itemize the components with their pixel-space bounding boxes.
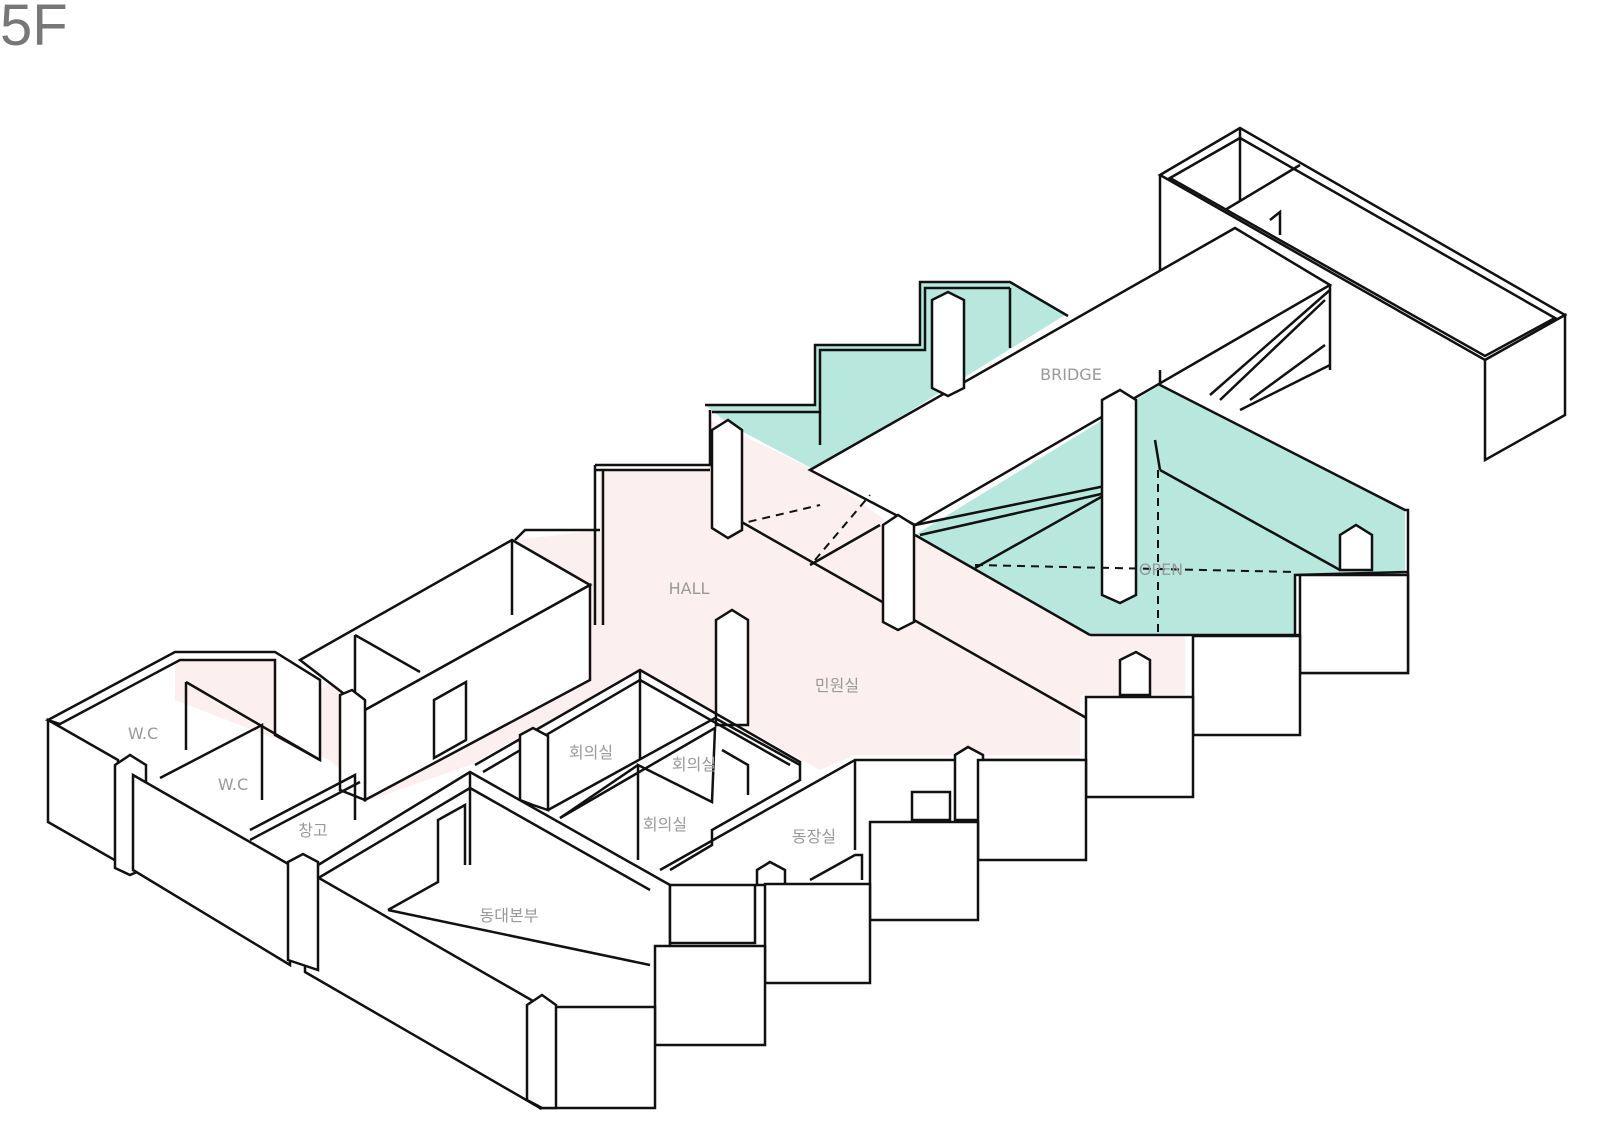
bridge (807, 226, 1333, 570)
label-storage: 창고 (298, 821, 327, 840)
label-chief-office: 동장실 (792, 827, 836, 846)
label-open: OPEN (1139, 560, 1183, 579)
open-area-walls (734, 370, 1410, 675)
exterior-walls (286, 573, 1410, 1111)
label-bridge: BRIDGE (1040, 365, 1102, 384)
window-bay-walls (705, 280, 1069, 445)
label-civil-office: 민원실 (815, 676, 859, 695)
room-labels: BRIDGE OPEN HALL 민원실 W.C W.C 창고 회의실 회의실 … (128, 365, 1183, 925)
inner-block (297, 538, 593, 803)
label-hall: HALL (669, 579, 710, 598)
meeting-rooms (309, 650, 1152, 967)
label-meeting-1: 회의실 (569, 743, 613, 762)
window-bays (705, 282, 1065, 470)
upper-block (1157, 126, 1568, 463)
label-meeting-3: 회의실 (643, 815, 687, 834)
wc-block (44, 650, 361, 968)
label-unit-hq: 동대본부 (480, 906, 539, 925)
hall-walls (514, 410, 1091, 727)
label-wc-1: W.C (128, 724, 158, 743)
label-meeting-2: 회의실 (672, 755, 716, 774)
label-wc-2: W.C (218, 775, 248, 794)
floor-title: 5F (0, 0, 68, 58)
